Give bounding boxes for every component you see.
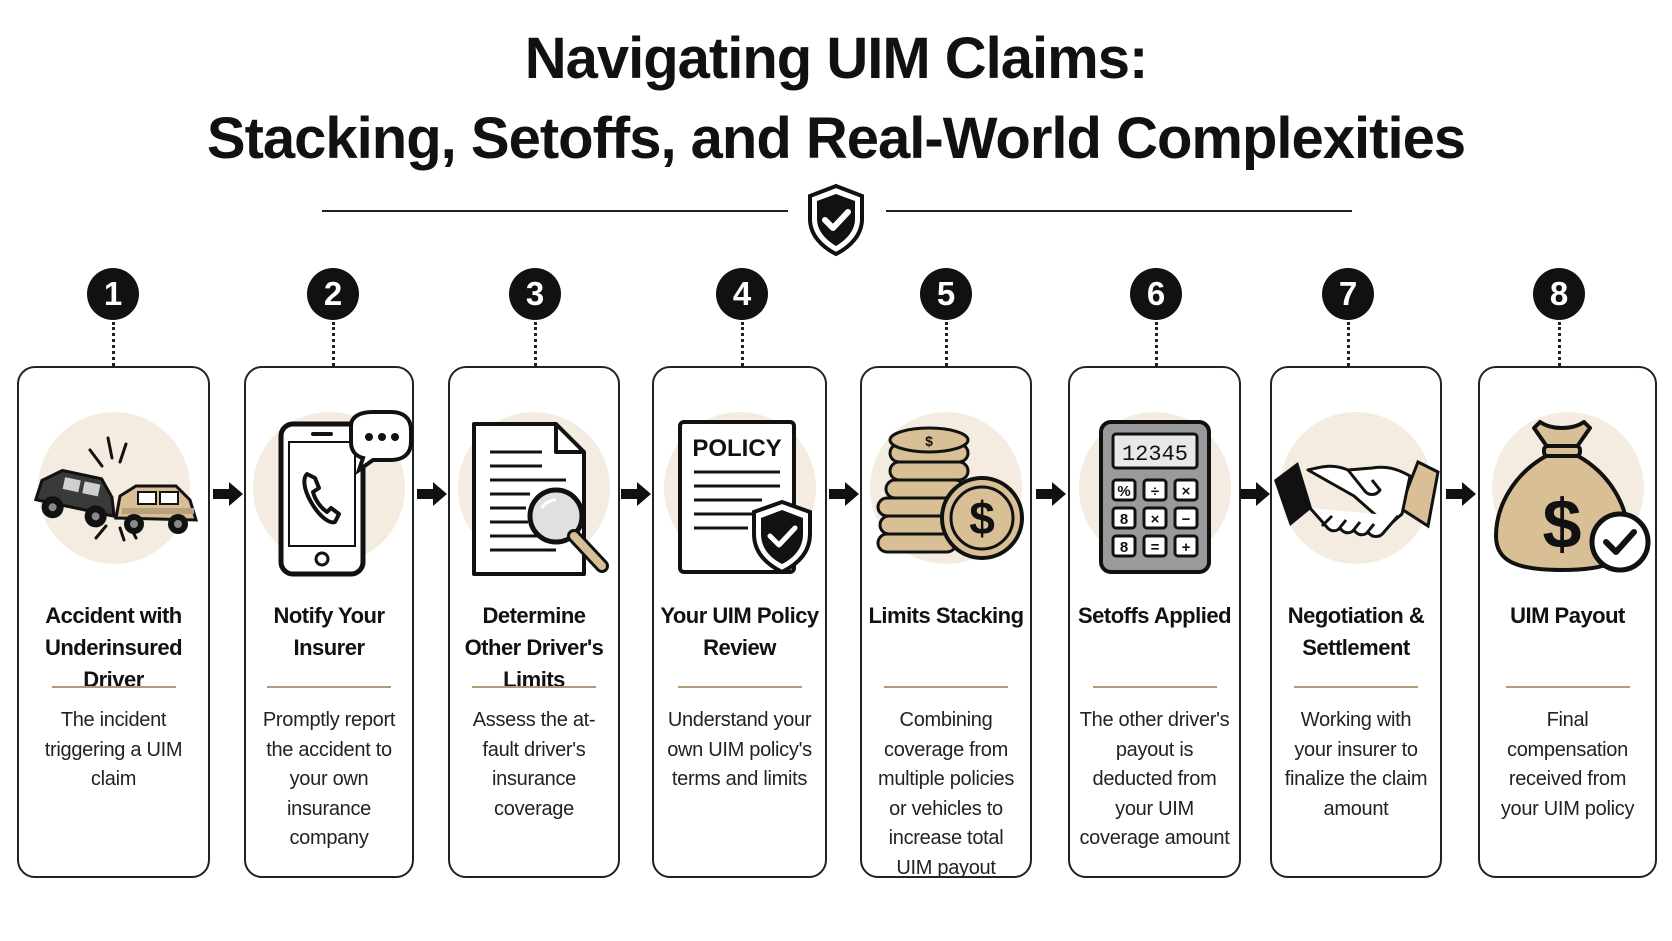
arrow-right-icon [213, 482, 243, 506]
page-title-line-2: Stacking, Setoffs, and Real-World Comple… [206, 106, 1466, 171]
svg-text:+: + [1181, 539, 1190, 556]
connector-line-7 [1347, 322, 1350, 366]
arrow-right-icon [1036, 482, 1066, 506]
svg-text:$: $ [925, 433, 933, 449]
step-title: Determine Other Driver's Limits [464, 603, 604, 692]
connector-line-3 [534, 322, 537, 366]
divider-left [322, 210, 788, 212]
svg-text:−: − [1181, 511, 1190, 528]
coin-stack-icon: $ $ [876, 426, 1024, 560]
car-collision-icon [33, 436, 198, 542]
step-description: Promptly report the accident to your own… [262, 709, 396, 849]
connector-line-1 [112, 322, 115, 366]
shield-check-icon [808, 183, 864, 257]
step-separator [1294, 686, 1418, 688]
policy-shield-icon: POLICY [677, 420, 812, 575]
svg-text:8: 8 [1119, 539, 1127, 556]
step-title: Notify Your Insurer [273, 603, 385, 660]
step-title: Limits Stacking [868, 603, 1024, 628]
step-badge-5: 5 [920, 268, 972, 320]
step-separator [884, 686, 1008, 688]
step-card-1: Accident with Underinsured Driver The in… [17, 366, 210, 878]
svg-text:×: × [1150, 511, 1159, 528]
step-card-3: Determine Other Driver's Limits Assess t… [448, 366, 620, 878]
svg-text:12345: 12345 [1121, 442, 1187, 467]
svg-text:=: = [1150, 539, 1159, 556]
step-badge-8: 8 [1533, 268, 1585, 320]
connector-line-6 [1155, 322, 1158, 366]
page-title-line-1: Navigating UIM Claims: [524, 26, 1149, 91]
arrow-right-icon [1240, 482, 1270, 506]
money-bag-icon: $ [1493, 420, 1650, 573]
step-title: Negotiation & Settlement [1287, 603, 1425, 660]
step-title: Setoffs Applied [1077, 603, 1232, 628]
svg-text:POLICY: POLICY [692, 435, 781, 462]
divider-right [886, 210, 1352, 212]
step-title: UIM Payout [1510, 603, 1625, 628]
step-description: Assess the at-fault driver's insurance c… [472, 709, 596, 820]
step-card-4: POLICY Your UIM Policy Review Understand… [652, 366, 827, 878]
svg-text:$: $ [1542, 485, 1581, 563]
step-badge-7: 7 [1322, 268, 1374, 320]
step-card-8: $ UIM Payout Final compensation received… [1478, 366, 1657, 878]
step-card-5: $ $ Limits Stacking Combining coverage f… [860, 366, 1032, 879]
step-description: Understand your own UIM policy's terms a… [667, 709, 812, 790]
step-badge-6: 6 [1130, 268, 1182, 320]
step-card-7: Negotiation & Settlement Working with yo… [1270, 366, 1442, 878]
step-title: Your UIM Policy Review [660, 603, 819, 660]
arrow-right-icon [829, 482, 859, 506]
step-separator [51, 686, 176, 688]
step-badge-3: 3 [509, 268, 561, 320]
arrow-right-icon [1446, 482, 1476, 506]
svg-text:×: × [1181, 483, 1190, 500]
handshake-icon [1274, 459, 1440, 538]
step-separator [1505, 686, 1630, 688]
svg-text:8: 8 [1119, 511, 1127, 528]
step-badge-1: 1 [87, 268, 139, 320]
svg-text:$: $ [969, 492, 995, 544]
phone-call-icon [278, 410, 413, 577]
step-description: Combining coverage from multiple policie… [877, 709, 1015, 879]
step-separator [1092, 686, 1217, 688]
step-description: The incident triggering a UIM claim [44, 709, 183, 790]
connector-line-4 [741, 322, 744, 366]
step-separator [267, 686, 391, 688]
step-description: The other driver's payout is deducted fr… [1079, 709, 1230, 849]
svg-text:÷: ÷ [1150, 483, 1158, 500]
arrow-right-icon [621, 482, 651, 506]
step-card-6: 12345 % ÷ × 8 × − 8 = + Setoffs Applied The ot… [1068, 366, 1241, 878]
step-title: Accident with Underinsured Driver [44, 603, 183, 692]
svg-text:%: % [1117, 483, 1130, 500]
calculator-icon: 12345 % ÷ × 8 × − 8 = + [1098, 420, 1211, 574]
step-separator [472, 686, 596, 688]
connector-line-5 [945, 322, 948, 366]
step-badge-2: 2 [307, 268, 359, 320]
connector-line-2 [332, 322, 335, 366]
document-search-icon [472, 422, 609, 576]
arrow-right-icon [417, 482, 447, 506]
step-card-2: Notify Your Insurer Promptly report the … [244, 366, 414, 878]
step-badge-4: 4 [716, 268, 768, 320]
step-separator [677, 686, 802, 688]
step-description: Working with your insurer to finalize th… [1284, 709, 1428, 820]
connector-line-8 [1558, 322, 1561, 366]
step-description: Final compensation received from your UI… [1500, 709, 1635, 820]
